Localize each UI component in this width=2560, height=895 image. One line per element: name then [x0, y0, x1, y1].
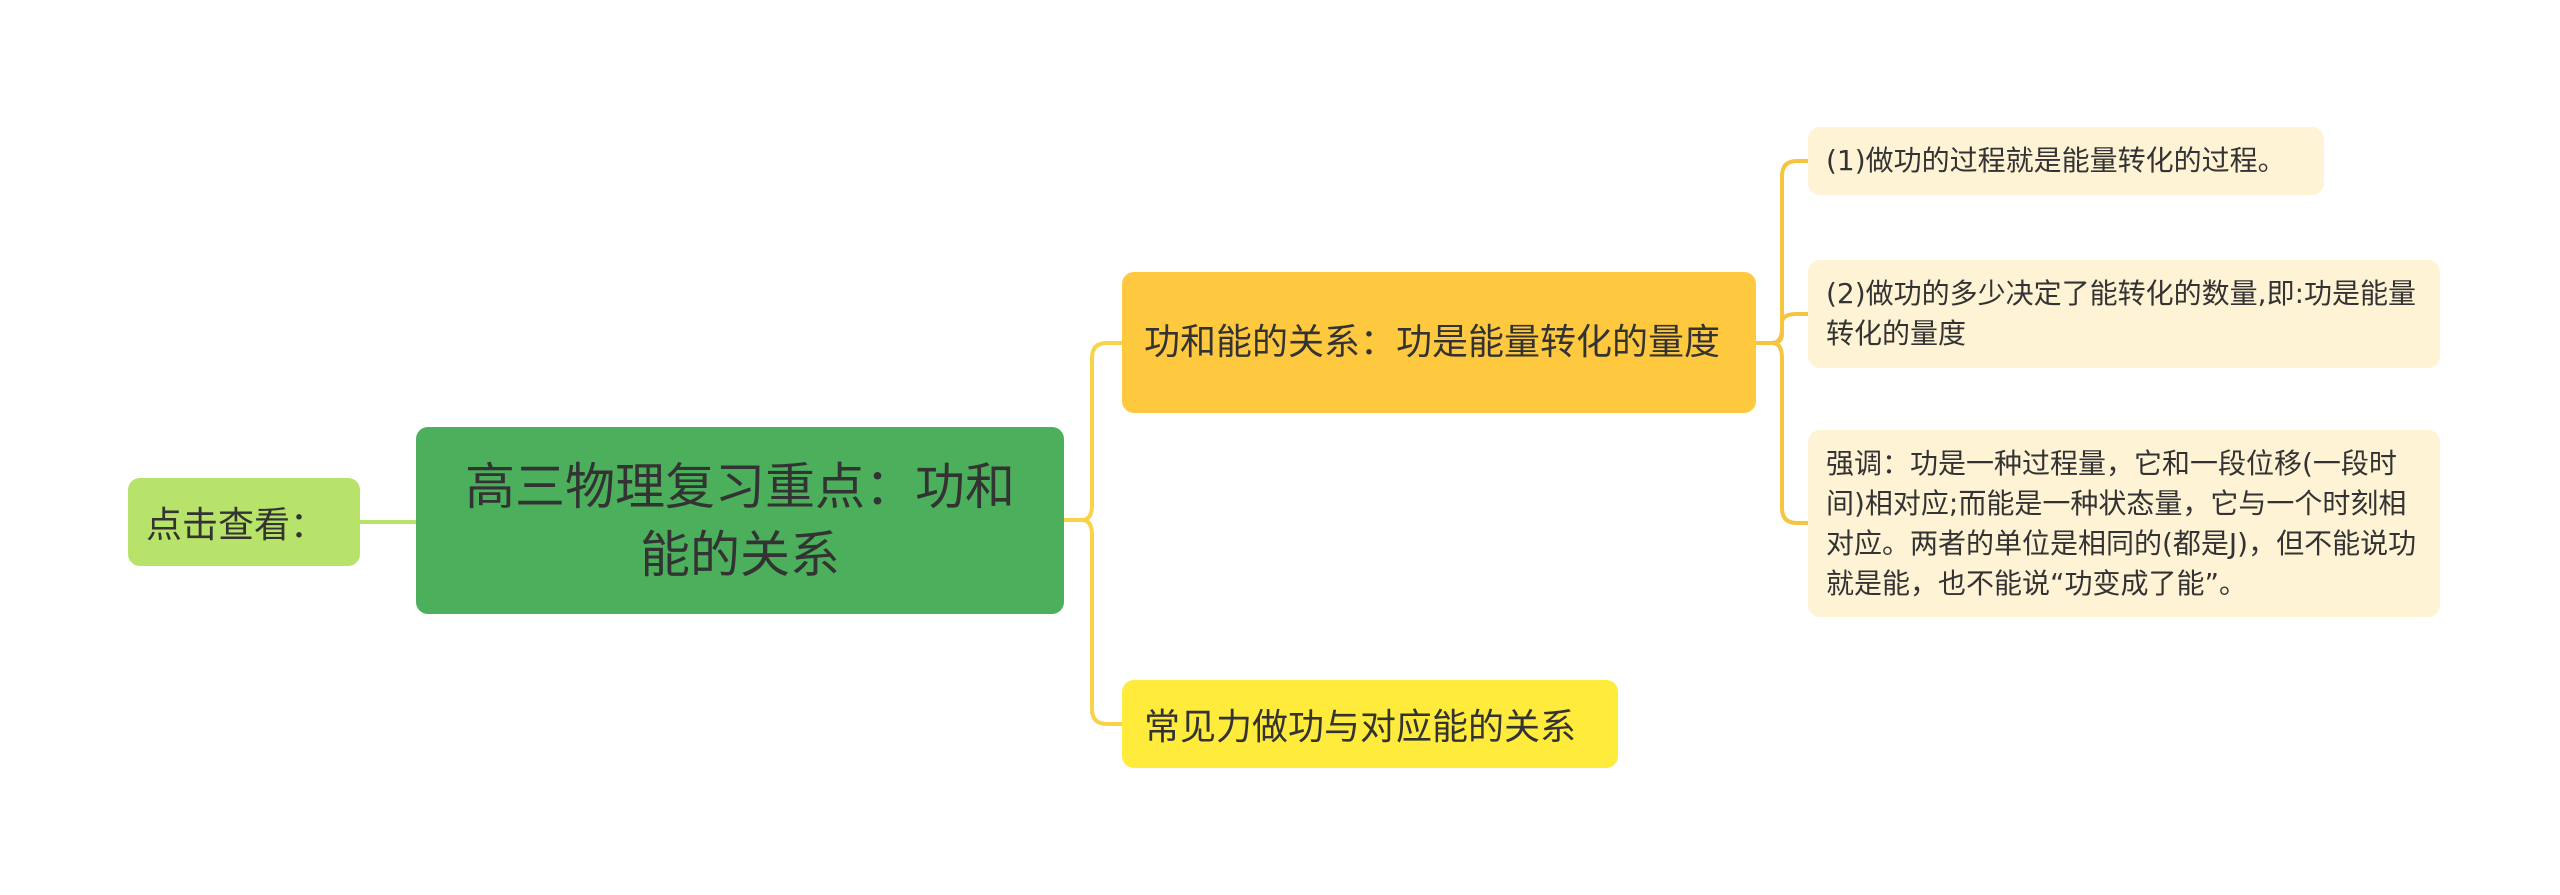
connector-root-to-branch-2 [1064, 518, 1122, 726]
branch-node-label: 功和能的关系：功是能量转化的量度 [1144, 321, 1721, 363]
left-node-click-to-view[interactable]: 点击查看： [128, 478, 360, 566]
leaf-node-3[interactable]: 强调：功是一种过程量，它和一段位移(一段时间)相对应;而能是一种状态量，它与一个… [1808, 430, 2440, 617]
branch-node-work-energy-relation[interactable]: 功和能的关系：功是能量转化的量度 [1122, 272, 1756, 413]
connector-root-to-branch-1 [1064, 341, 1122, 522]
left-node-label: 点击查看： [146, 505, 327, 546]
root-node-label: 高三物理复习重点：功和能的关系 [465, 457, 1015, 584]
connector-branch-1-to-leaf-3 [1756, 341, 1808, 525]
leaf-node-label: (2)做功的多少决定了能转化的数量,即:功是能量转化的量度 [1826, 277, 2416, 350]
leaf-node-label: 强调：功是一种过程量，它和一段位移(一段时间)相对应;而能是一种状态量，它与一个… [1826, 446, 2417, 600]
root-node[interactable]: 高三物理复习重点：功和能的关系 [416, 427, 1064, 614]
leaf-node-1[interactable]: (1)做功的过程就是能量转化的过程。 [1808, 127, 2324, 195]
connector-branch-1-to-leaf-2 [1756, 312, 1808, 345]
branch-node-common-forces[interactable]: 常见力做功与对应能的关系 [1122, 680, 1618, 768]
leaf-node-label: (1)做功的过程就是能量转化的过程。 [1826, 144, 2286, 177]
branch-node-label: 常见力做功与对应能的关系 [1144, 707, 1577, 748]
leaf-node-2[interactable]: (2)做功的多少决定了能转化的数量,即:功是能量转化的量度 [1808, 260, 2440, 368]
